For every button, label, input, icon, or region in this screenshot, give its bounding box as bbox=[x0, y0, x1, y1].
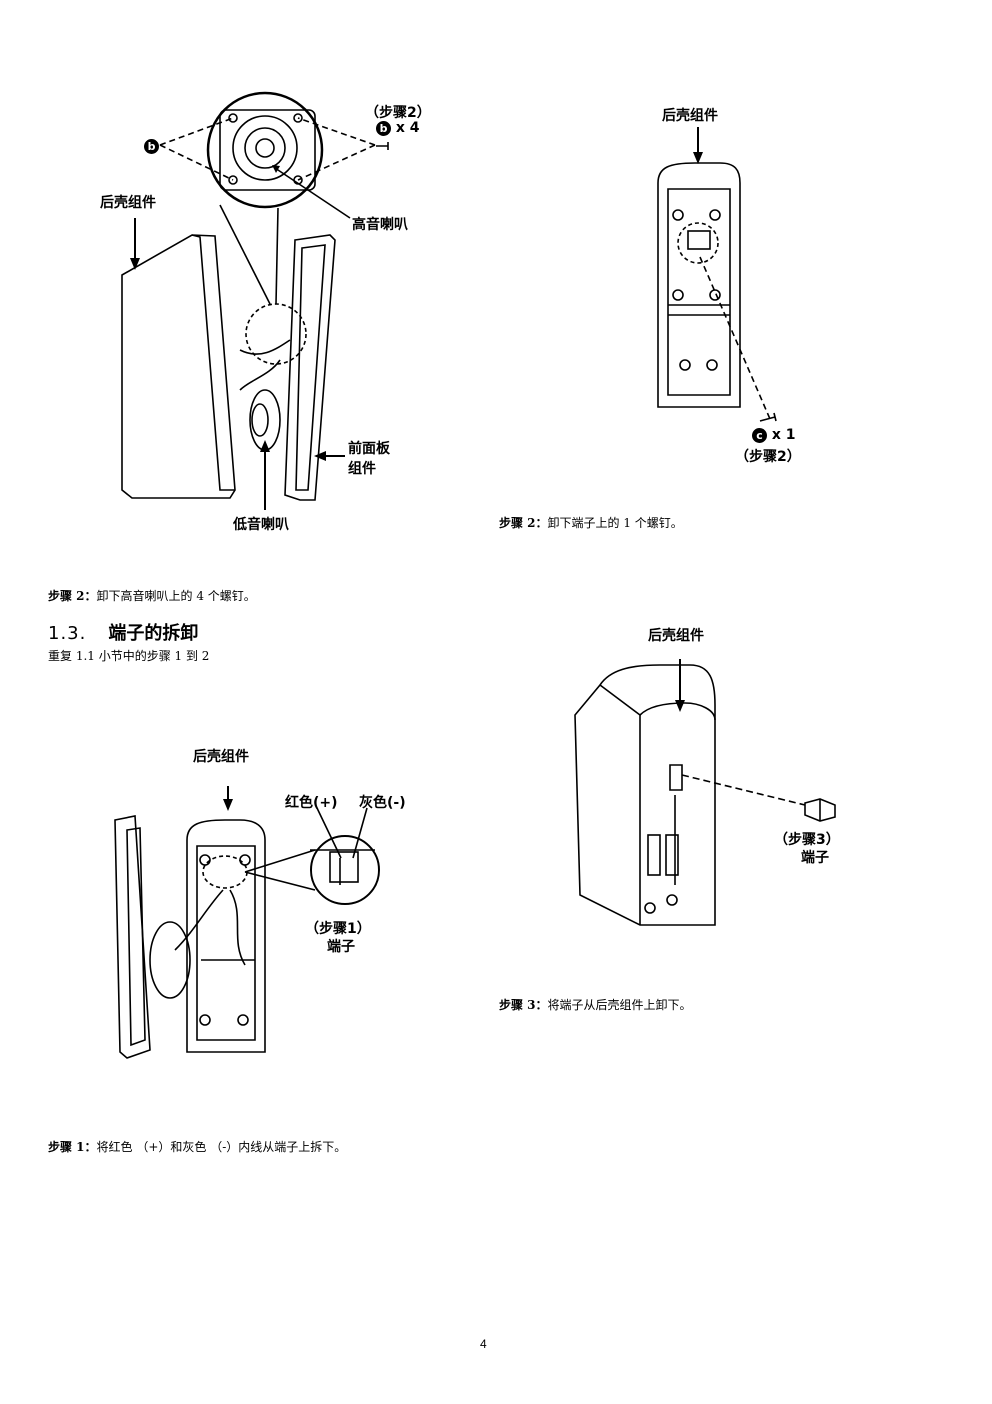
figure-terminal-wires-drawing bbox=[114, 786, 380, 1059]
figure-tweeter-drawing bbox=[121, 91, 389, 510]
fig1-screw-count: b x 4 bbox=[376, 120, 420, 136]
fig1-tweeter-label: 高音喇叭 bbox=[352, 217, 408, 233]
fig3-rear-case-label: 后壳组件 bbox=[193, 749, 249, 765]
fig2-rear-case-label: 后壳组件 bbox=[662, 108, 718, 124]
screw-b-badge-left: b bbox=[144, 136, 159, 155]
screw-c-icon: c bbox=[752, 427, 767, 443]
fig2-screw-count: c x 1 bbox=[752, 427, 796, 443]
figure-terminal-screw: 后壳组件 c x 1 （步骤2） bbox=[640, 105, 840, 475]
fig4-step-label: （步骤3） bbox=[774, 832, 840, 848]
fig3-caption: 步骤 1：将红色 （+）和灰色 （-）内线从端子上拆下。 bbox=[48, 1140, 347, 1154]
fig1-caption: 步骤 2：卸下高音喇叭上的 4 个螺钉。 bbox=[48, 589, 256, 603]
fig2-step-label: （步骤2） bbox=[735, 449, 801, 465]
section-heading: 1.3.端子的拆卸 bbox=[48, 623, 199, 644]
figure-terminal-removal-drawing bbox=[574, 659, 836, 926]
fig4-rear-case-label: 后壳组件 bbox=[648, 628, 704, 644]
section-subtitle: 重复 1.1 小节中的步骤 1 到 2 bbox=[48, 649, 210, 663]
fig3-terminal-label: 端子 bbox=[327, 939, 355, 955]
figure-terminal-wires: 后壳组件 红色(+) 灰色(-) （步骤1） 端子 bbox=[105, 740, 415, 1070]
fig1-woofer-label: 低音喇叭 bbox=[233, 517, 289, 533]
fig3-gray-label: 灰色(-) bbox=[359, 795, 406, 811]
figure-tweeter-removal: b （步骤2） b x 4 后壳组件 高音喇叭 前面板组件 低音喇叭 bbox=[100, 90, 450, 540]
fig2-caption: 步骤 2：卸下端子上的 1 个螺钉。 bbox=[499, 516, 683, 530]
figure-terminal-removal: 后壳组件 （步骤3） 端子 bbox=[570, 625, 870, 935]
page-number: 4 bbox=[480, 1337, 487, 1351]
fig1-rear-case-label: 后壳组件 bbox=[100, 195, 156, 211]
fig4-caption: 步骤 3：将端子从后壳组件上卸下。 bbox=[499, 998, 692, 1012]
figure-terminal-screw-drawing bbox=[657, 127, 777, 422]
fig3-red-label: 红色(+) bbox=[285, 795, 338, 811]
fig3-step-label: （步骤1） bbox=[305, 921, 371, 937]
fig4-terminal-label: 端子 bbox=[801, 850, 829, 866]
screw-b-icon: b bbox=[376, 120, 391, 136]
fig1-front-panel-label: 前面板组件 bbox=[348, 441, 390, 477]
fig1-step-label: （步骤2） bbox=[365, 105, 431, 121]
